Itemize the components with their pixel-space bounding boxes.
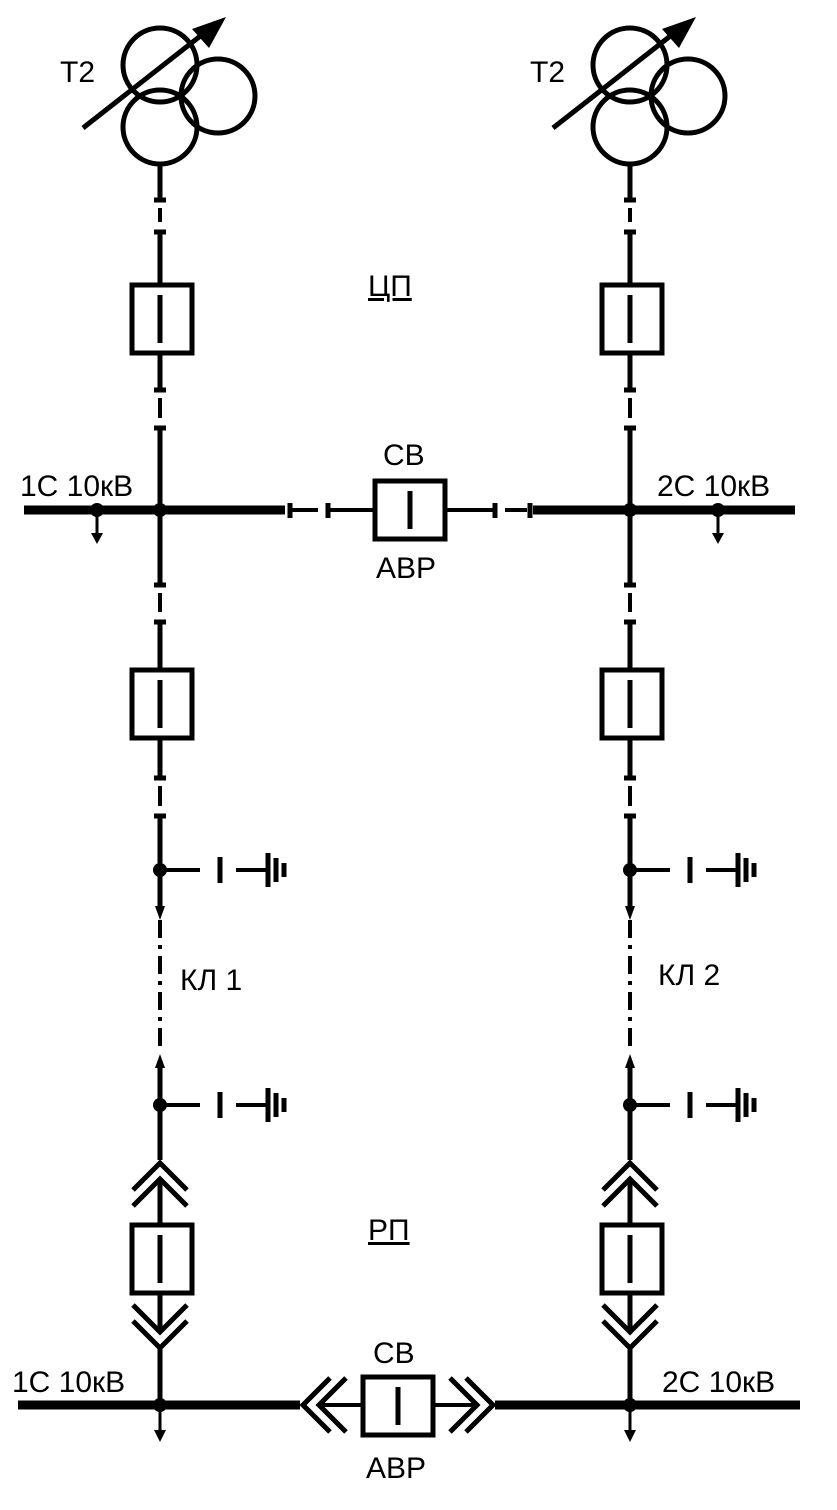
- bottom-section-breaker: [299, 1374, 497, 1438]
- cable-line-1: [155, 906, 165, 1068]
- rp-label: РП: [368, 1214, 410, 1247]
- earthing-switch-right-bottom: [630, 1088, 757, 1122]
- cable-line-2: [625, 906, 635, 1068]
- bus2-top-label: 2С 10кВ: [657, 470, 770, 503]
- cp-label: ЦП: [368, 270, 412, 303]
- right-incomer-feeder: [599, 164, 665, 510]
- bottom-busbar-1: [18, 1398, 300, 1442]
- transformer-left: [81, 17, 258, 167]
- earthing-switch-right-top: [630, 853, 757, 887]
- sv-bottom-label: СВ: [373, 1337, 415, 1370]
- sv-top-label: СВ: [383, 439, 425, 472]
- kl1-label: КЛ 1: [180, 964, 242, 997]
- earthing-switch-left-top: [160, 853, 287, 887]
- bus2-bottom-label: 2С 10кВ: [662, 1366, 775, 1399]
- top-busbar-1: [24, 503, 285, 544]
- left-incomer-feeder: [129, 164, 195, 510]
- left-outgoing-feeder: [129, 510, 195, 908]
- left-rp-feeder: [129, 1066, 195, 1405]
- avr-bottom-label: АВР: [366, 1452, 426, 1485]
- top-section-breaker: [287, 478, 533, 542]
- bottom-busbar-2: [495, 1398, 800, 1442]
- transformer-right-label: Т2: [530, 56, 565, 89]
- transformer-left-label: Т2: [60, 56, 95, 89]
- earthing-switch-left-bottom: [160, 1088, 287, 1122]
- top-busbar-2: [533, 503, 795, 544]
- avr-top-label: АВР: [376, 552, 436, 585]
- bus1-bottom-label: 1С 10кВ: [12, 1366, 125, 1399]
- kl2-label: КЛ 2: [658, 959, 720, 992]
- transformer-right: [551, 17, 728, 167]
- bus1-top-label: 1С 10кВ: [20, 470, 133, 503]
- right-outgoing-feeder: [599, 510, 665, 908]
- right-rp-feeder: [599, 1066, 665, 1405]
